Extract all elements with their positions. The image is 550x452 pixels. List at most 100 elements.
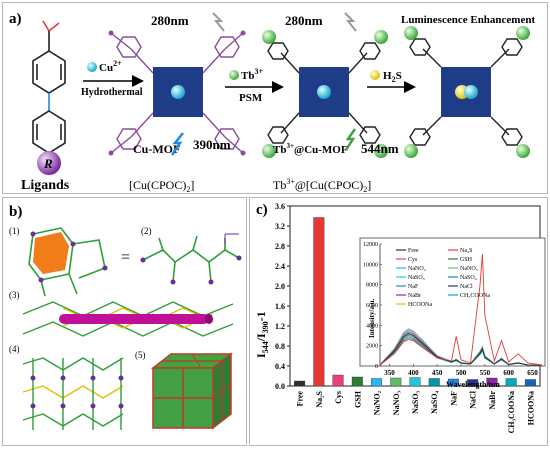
bar-chart: c) I544/I390-1 0.00.40.81.21.62.02.42.83… [254,202,546,433]
enhancement-title: Luminescence Enhancement [401,14,535,26]
cu-mof-linkers [110,32,244,154]
tb-mof-linkers [267,42,381,144]
legend-label: NaNO₂ [408,266,426,272]
h2s-icon [370,70,380,80]
bar-1 [313,217,325,387]
structure-3-rod [59,314,209,324]
inset-y-tick-label: 10000 [363,262,378,268]
panel-b-letter: b) [9,204,22,220]
legend-label: NaBr [408,293,421,299]
tb-formula-charge: 3+ [286,177,295,186]
legend-label: NaSO₃ [408,275,425,281]
r-group-label: R [43,156,53,171]
x-tick-label: CH₃COONa [507,391,516,433]
ligand-structure [32,20,66,154]
sub-label-5: (5) [135,350,146,360]
cu-formula-end: ] [190,178,194,192]
legend-label: Cys [408,257,418,263]
bar-11 [505,378,517,387]
step1-reagent: Cu [99,62,113,74]
inset-x-tick-label: 650 [527,369,538,377]
legend-label: HCOONa [408,302,432,308]
tb-ion-spheres [262,30,388,158]
inset-y-tick-label: 2000 [366,344,378,350]
x-tick-label: GSH [353,390,362,408]
inset-x-tick-label: 450 [432,369,443,377]
linker-end-dots [108,30,246,156]
equals-sign: = [121,249,130,266]
legend-label: CH₃COONa [460,293,490,299]
bar-8 [447,378,459,387]
panel-a: a) R Ligands Cu2+ Hydrothermal 280nm Cu- [2,2,548,194]
inset-x-tick-label: 600 [503,369,514,377]
step3-sub: 2 [392,75,396,84]
inset-x-axis-label: Wavelength/nm [446,380,500,389]
x-tick-label: HCOONa [526,391,535,425]
sub-label-3: (3) [9,290,20,300]
panel-a-scheme: a) R Ligands Cu2+ Hydrothermal 280nm Cu- [9,11,535,194]
inset-line-1 [379,254,543,366]
legend-label: GSH [460,257,473,263]
svg-text:Tb3+@Cu-MOF: Tb3+@Cu-MOF [273,142,348,156]
step3-reagent: H [383,70,392,82]
structure-4-packing [22,357,124,430]
inset-y-tick-label: 8000 [366,283,378,289]
final-cu-sphere [464,85,478,99]
bar-12 [524,379,536,387]
y-tick-label: 0.4 [275,362,285,371]
structure-3-rod-end [205,314,213,324]
svg-text:[Cu(CPOC)2]: [Cu(CPOC)2] [129,178,194,194]
tb-mof-suffix: @Cu-MOF [294,144,348,156]
step2-reagent: Tb [241,70,254,82]
step3-end: S [396,70,402,82]
x-tick-label: NaBr [488,391,497,410]
structure-1-pore [33,232,69,274]
x-tick-label: NaCl [469,390,478,409]
bar-0 [294,380,306,387]
inset-x-tick-label: 400 [408,369,419,377]
r-group-sphere [37,151,61,175]
structure-2-axes [224,233,239,244]
y-tick-label: 3.2 [275,222,285,231]
inset-x-tick-label: 550 [480,369,491,377]
inset-y-tick-label: 12000 [363,242,378,248]
tb-formula-prefix: Tb [273,178,286,192]
x-tick-label: Cys [334,391,343,404]
structure-1-network [28,227,106,297]
emit-wavelength-cu: 390nm [193,137,231,152]
cu-formula: [Cu(CPOC) [129,178,186,192]
inset-y-axis-label: Intensity/a.u. [368,298,376,338]
step1-condition: Hydrothermal [81,87,143,98]
sub-label-2: (2) [141,226,152,236]
bar-9 [467,379,479,387]
inset-line-0 [379,332,543,366]
excite-bolt-icon-2 [344,12,357,32]
panel-a-letter: a) [9,11,22,27]
cu-formula-sub: 2 [186,185,190,194]
emit-bolt-icon-cu [170,132,184,156]
cu-center-sphere [171,85,185,99]
inset-x-tick-label: 500 [456,369,467,377]
panel-b-structures: b) (1) = (2) (3) (4) [9,204,242,430]
bar-2 [332,374,344,387]
structure-4-nodes [30,375,124,409]
emit-wavelength-tb: 544nm [361,141,399,156]
tb-mof-center-sphere [317,85,331,99]
bar-4 [371,378,383,387]
x-tick-label: NaNO₃ [392,390,401,415]
legend-label: Free [408,248,419,254]
svg-text:H2S: H2S [383,70,402,84]
bar-5 [390,377,402,387]
y-tick-label: 2.4 [275,262,285,271]
final-mof-linkers [409,38,523,146]
tb-mof-charge: 3+ [286,142,294,150]
x-tick-label: Na₂S [315,390,324,407]
sub-label-4: (4) [9,344,20,354]
tb-formula-mid: @[Cu(CPOC) [295,178,363,192]
x-tick-label: NaF [449,391,458,406]
cu-ion-icon [87,62,97,72]
